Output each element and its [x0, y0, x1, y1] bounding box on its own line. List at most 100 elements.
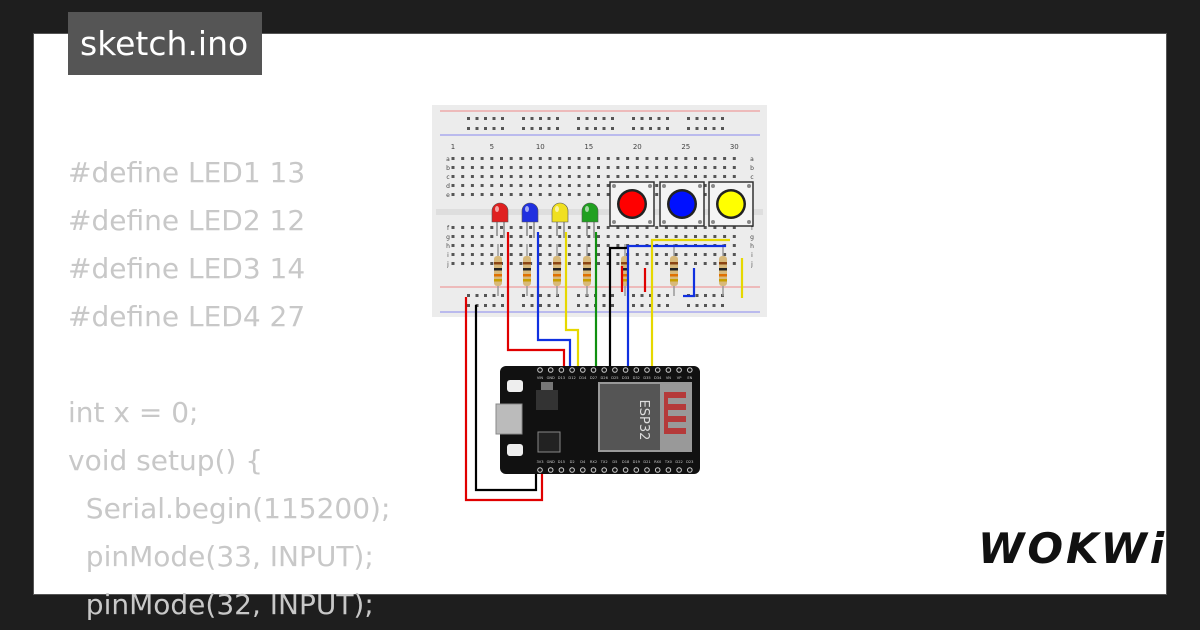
- pin[interactable]: [654, 367, 661, 373]
- pin-label: D26: [601, 376, 609, 380]
- hole: [480, 226, 484, 229]
- pin[interactable]: [654, 467, 661, 473]
- led-1[interactable]: [491, 202, 509, 223]
- hole: [684, 166, 688, 169]
- hole: [509, 235, 513, 238]
- hole: [501, 304, 504, 307]
- hole: [721, 117, 724, 120]
- wire-led3-yellow: [564, 232, 580, 372]
- pin[interactable]: [644, 467, 650, 473]
- pin[interactable]: [687, 467, 693, 473]
- hole: [597, 184, 600, 187]
- button-corner: [698, 184, 702, 188]
- hole: [606, 175, 610, 178]
- pin[interactable]: [644, 367, 650, 373]
- hole: [713, 253, 717, 256]
- hole: [655, 193, 659, 196]
- code-line: void setup() {: [68, 444, 264, 477]
- pin[interactable]: [665, 367, 672, 373]
- pin[interactable]: [601, 467, 608, 473]
- hole: [461, 184, 465, 187]
- pin-label: D19: [633, 460, 641, 464]
- hole: [490, 244, 494, 247]
- led-2[interactable]: [521, 202, 539, 223]
- pin[interactable]: [601, 367, 608, 373]
- hole: [480, 244, 484, 247]
- hole: [548, 166, 552, 169]
- pin-label: D27: [590, 376, 597, 380]
- pin[interactable]: [622, 367, 629, 373]
- code-line: #define LED4 27: [68, 300, 306, 333]
- pin[interactable]: [569, 367, 575, 373]
- hole: [649, 117, 652, 120]
- hole: [606, 184, 610, 187]
- hole: [587, 184, 591, 187]
- hole: [519, 175, 523, 178]
- hole: [558, 253, 562, 256]
- hole: [723, 235, 727, 238]
- resistor-band: [553, 268, 561, 271]
- pin[interactable]: [537, 367, 543, 373]
- pin[interactable]: [665, 467, 672, 473]
- hole: [713, 235, 717, 238]
- hole: [538, 244, 542, 247]
- pin[interactable]: [580, 367, 586, 373]
- pin[interactable]: [676, 367, 682, 373]
- pin[interactable]: [633, 367, 640, 373]
- pin[interactable]: [676, 467, 682, 473]
- pin[interactable]: [633, 467, 640, 473]
- resistor-band: [583, 279, 591, 282]
- hole: [587, 157, 591, 160]
- hole: [558, 175, 562, 178]
- hole: [467, 117, 470, 120]
- pin[interactable]: [547, 367, 554, 373]
- hole: [547, 127, 551, 130]
- resistor-band: [523, 262, 531, 265]
- hole: [547, 117, 551, 120]
- pin[interactable]: [590, 467, 597, 473]
- hole: [645, 157, 649, 160]
- pin[interactable]: [622, 467, 629, 473]
- hole: [467, 127, 470, 130]
- pin[interactable]: [547, 467, 554, 473]
- hole: [500, 193, 503, 196]
- pin[interactable]: [537, 467, 543, 473]
- hole: [451, 157, 455, 160]
- hole: [587, 193, 591, 196]
- hole: [461, 157, 465, 160]
- hole: [509, 253, 513, 256]
- pin[interactable]: [612, 367, 618, 373]
- hole: [529, 253, 533, 256]
- pin-label: VIN: [537, 376, 544, 380]
- sketch-filename-tab[interactable]: sketch.ino: [68, 12, 263, 75]
- pin[interactable]: [687, 367, 693, 373]
- hole: [567, 253, 571, 256]
- hole: [470, 235, 474, 238]
- button-cap[interactable]: [619, 191, 645, 217]
- led-3[interactable]: [551, 202, 569, 223]
- pin[interactable]: [580, 467, 586, 473]
- code-line: #define LED3 14: [68, 252, 306, 285]
- hole: [484, 294, 487, 297]
- hole: [461, 262, 465, 265]
- hole: [548, 235, 552, 238]
- hole: [451, 184, 455, 187]
- button-cap[interactable]: [718, 191, 744, 217]
- hole: [480, 193, 484, 196]
- pin[interactable]: [558, 367, 565, 373]
- pin[interactable]: [590, 367, 597, 373]
- button-cap[interactable]: [669, 191, 695, 217]
- hole: [597, 244, 600, 247]
- button-corner: [711, 220, 715, 224]
- hole: [606, 235, 610, 238]
- hole: [490, 193, 494, 196]
- resistor-band: [621, 268, 629, 271]
- pin[interactable]: [558, 467, 565, 473]
- hole: [597, 235, 600, 238]
- hole: [602, 304, 606, 307]
- led-highlight: [525, 206, 529, 212]
- pin[interactable]: [612, 467, 618, 473]
- pin[interactable]: [569, 467, 575, 473]
- led-4[interactable]: [581, 202, 599, 223]
- wokwi-logo[interactable]: WOKWi: [978, 524, 1168, 573]
